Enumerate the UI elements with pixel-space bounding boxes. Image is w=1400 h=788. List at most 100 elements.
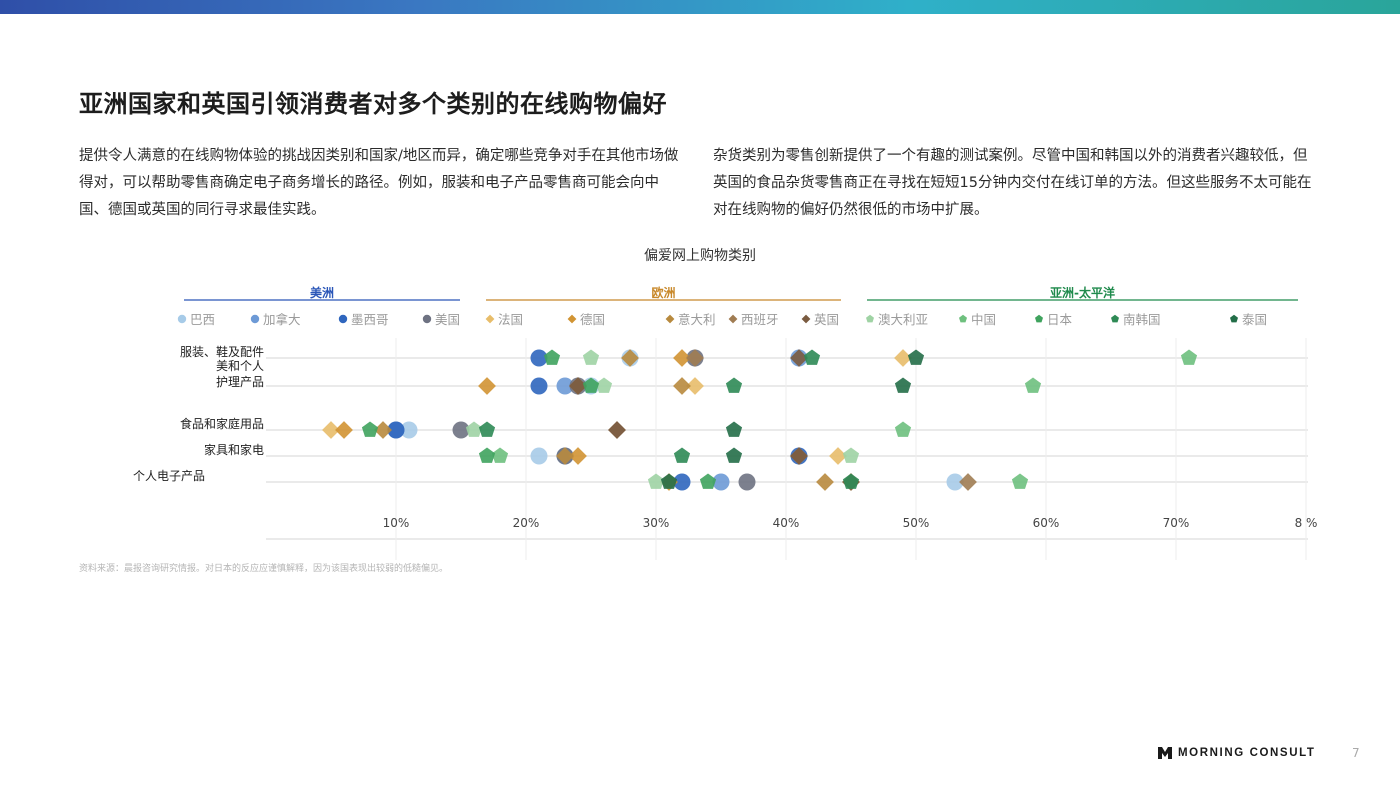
data-point: [465, 421, 483, 437]
legend-label: 美国: [435, 312, 460, 327]
x-tick-label: 10%: [383, 516, 410, 530]
legend-marker: [801, 314, 811, 324]
region-headers: 美洲 欧洲 亚洲-太平洋: [184, 285, 1298, 301]
legend-marker: [250, 314, 260, 324]
intro-paragraph-right: 杂货类别为零售创新提供了一个有趣的测试案例。尽管中国和韩国以外的消费者兴趣较低，…: [713, 148, 1312, 218]
legend-label: 英国: [814, 312, 839, 327]
legend-marker: [728, 314, 738, 324]
morning-consult-logo-icon: [1158, 747, 1172, 759]
legend-marker: [338, 314, 348, 324]
x-tick-label: 50%: [903, 516, 930, 530]
page-number: 7: [1352, 746, 1360, 760]
region-label: 欧洲: [651, 285, 675, 300]
category-label: 服装、鞋及配件: [180, 344, 264, 359]
legend-label: 澳大利亚: [878, 312, 928, 327]
legend-marker: [866, 314, 874, 323]
data-point: [712, 473, 730, 491]
data-point: [894, 377, 912, 393]
x-axis: 10%20%30%40%50%60%70%8 %: [383, 516, 1318, 530]
category-label: 美和个人: [216, 359, 264, 373]
legend-label: 中国: [971, 312, 996, 327]
data-point: [569, 447, 587, 465]
data-point: [673, 447, 691, 463]
data-point: [1024, 377, 1042, 393]
data-point: [335, 421, 353, 439]
legend-label: 法国: [498, 312, 523, 327]
data-point: [478, 447, 496, 463]
data-point: [478, 421, 496, 437]
data-point: [582, 377, 600, 393]
region-label: 美洲: [310, 285, 334, 300]
data-point: [816, 473, 834, 491]
legend-marker: [1230, 314, 1238, 323]
data-points: [322, 349, 1198, 491]
legend-marker: [422, 314, 432, 324]
data-point: [946, 473, 964, 491]
data-point: [608, 421, 626, 439]
x-tick-label: 8 %: [1295, 516, 1318, 530]
category-label: 家具和家电: [204, 442, 264, 457]
legend-label: 德国: [580, 312, 605, 327]
brand-name: MORNING CONSULT: [1178, 747, 1316, 759]
data-point: [530, 349, 548, 367]
data-point: [673, 377, 691, 395]
x-tick-label: 70%: [1163, 516, 1190, 530]
top-gradient-bar: [0, 0, 1400, 14]
data-point: [530, 377, 548, 395]
data-point: [725, 447, 743, 463]
data-point: [647, 473, 665, 489]
data-point: [673, 349, 691, 367]
region-label: 亚洲-太平洋: [1050, 285, 1115, 300]
data-point: [842, 473, 860, 489]
data-point: [803, 349, 821, 365]
data-point: [595, 377, 613, 393]
data-point: [361, 421, 379, 437]
legend-marker: [1111, 314, 1119, 323]
data-point: [790, 349, 808, 367]
data-point: [660, 473, 678, 489]
data-point: [842, 447, 860, 463]
data-point: [829, 447, 847, 465]
grid: [266, 338, 1308, 560]
legend-label: 西班牙: [741, 312, 779, 327]
data-point: [673, 473, 691, 491]
data-point: [478, 377, 496, 395]
data-point: [894, 421, 912, 437]
legend-marker: [485, 314, 495, 324]
legend-label: 泰国: [1242, 312, 1267, 327]
data-point: [894, 349, 912, 367]
data-point: [725, 421, 743, 437]
data-point: [452, 421, 470, 439]
data-point: [556, 377, 574, 395]
category-label: 食品和家庭用品: [180, 416, 264, 431]
data-point: [1180, 349, 1198, 365]
x-tick-label: 30%: [643, 516, 670, 530]
chart-title: 偏爱网上购物类别: [644, 248, 756, 264]
x-tick-label: 20%: [513, 516, 540, 530]
legend-label: 日本: [1047, 312, 1073, 327]
legend-label: 巴西: [190, 312, 215, 327]
legend-marker: [567, 314, 577, 324]
data-point: [725, 377, 743, 393]
data-point: [556, 447, 574, 465]
data-point: [582, 349, 600, 365]
data-point: [569, 377, 587, 395]
data-point: [1011, 473, 1029, 489]
data-point: [543, 349, 561, 365]
data-point: [400, 421, 418, 439]
data-point: [699, 473, 717, 489]
data-point: [621, 349, 639, 367]
legend-marker: [665, 314, 675, 324]
legend-label: 加拿大: [263, 312, 301, 327]
source-note: 资料来源：晨报咨询研究情报。对日本的反应应谨慎解释，因为该国表现出较弱的低糙偏见…: [79, 564, 449, 574]
data-point: [491, 447, 509, 463]
legend-label: 南韩国: [1123, 312, 1161, 327]
data-point: [738, 473, 756, 491]
legend-marker: [1035, 314, 1043, 323]
intro-paragraph-left: 提供令人满意的在线购物体验的挑战因类别和国家/地区而异，确定哪些竞争对手在其他市…: [79, 148, 679, 218]
legend-marker: [177, 314, 187, 324]
brand-logo: MORNING CONSULT: [1158, 747, 1316, 759]
data-point: [790, 447, 808, 465]
category-label: 个人电子产品: [133, 469, 205, 483]
